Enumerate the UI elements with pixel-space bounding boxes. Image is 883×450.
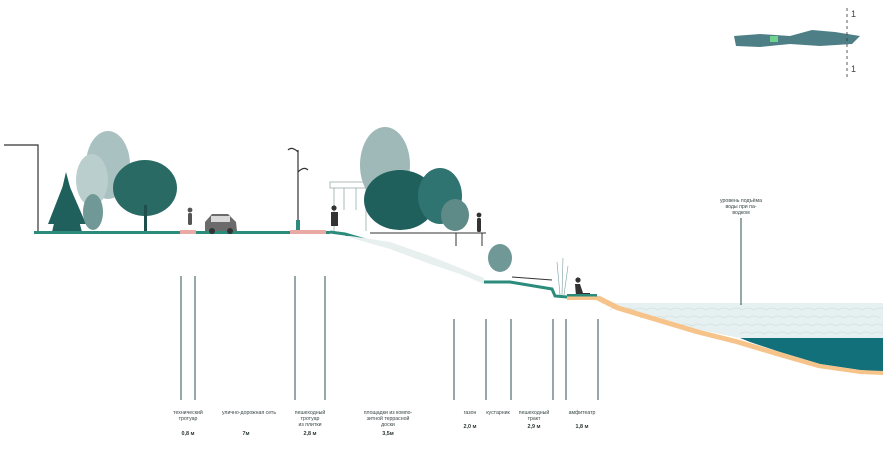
slope-fill — [345, 236, 484, 284]
location-minimap — [734, 8, 860, 78]
zone-value-ped-sidewalk: 2,8 м — [303, 431, 317, 437]
zone-value-road: 7м — [242, 431, 250, 437]
zone-value-amphitheater: 1,8 м — [575, 424, 589, 430]
zone-label-tech-sidewalk: технический тротуар — [173, 410, 203, 422]
pedestrian-figure — [187, 207, 193, 225]
street-lamp — [287, 147, 309, 230]
zone-label-terrace: площадки из компо- зитной террасной доск… — [363, 410, 413, 428]
dimension-lines — [180, 276, 599, 400]
person-at-pavilion — [331, 205, 338, 226]
reeds — [556, 257, 569, 296]
terrace-deck — [370, 232, 486, 246]
section-mark-top: 1 — [851, 9, 857, 19]
ped-sidewalk-paving — [290, 230, 326, 234]
water-level-label: уровень подъёма воды при па- водком — [720, 198, 762, 216]
zone-label-road: улично-дорожная сеть — [221, 410, 277, 416]
zone-value-terrace: 3,5м — [382, 431, 394, 437]
flood-wave-pattern — [609, 307, 883, 335]
lamp-base — [296, 220, 300, 230]
sand-bank — [567, 296, 883, 375]
water-body — [740, 338, 883, 372]
amphitheater-step — [567, 294, 597, 297]
section-mark-bottom: 1 — [851, 64, 857, 74]
zone-label-ped-path: пешеходный тракт — [518, 410, 550, 422]
zone-label-amphitheater: амфитеатр — [568, 410, 596, 416]
car-figure — [205, 214, 237, 234]
flood-water-band — [600, 303, 883, 342]
zone-label-ped-sidewalk: пешеходный тротуар из плитки — [294, 410, 326, 428]
person-on-terrace — [476, 212, 482, 232]
seated-person — [575, 277, 590, 296]
tree-group-center — [360, 127, 512, 272]
zone-value-ped-path: 2,9 м — [527, 424, 541, 430]
zone-value-lawn: 2,0 м — [463, 424, 477, 430]
ped-path-deck — [511, 276, 553, 281]
tree-group-left — [48, 131, 177, 232]
zone-label-shrubs: кустарник — [486, 410, 510, 416]
zone-value-tech-sidewalk: 0,8 м — [181, 431, 195, 437]
zone-label-lawn: газон — [463, 410, 477, 416]
tech-sidewalk-paving — [180, 230, 196, 234]
left-building-wall — [4, 144, 39, 232]
